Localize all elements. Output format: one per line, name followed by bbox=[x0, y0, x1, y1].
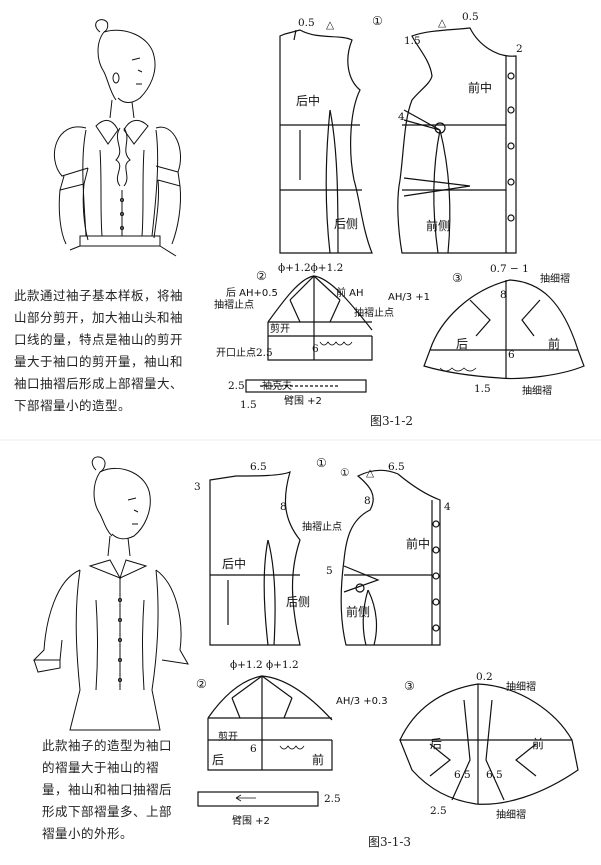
top-step1-triangle-front: △ bbox=[438, 17, 447, 29]
top-labels: ① 0.5 △ 0.5 △ 1.5 2 4 后中 后侧 前中 前侧 ② ϕ+1.… bbox=[214, 11, 570, 411]
top-step3-pattern bbox=[423, 279, 585, 380]
bottom-step3-v25: 2.5 bbox=[430, 805, 447, 817]
top-step2-cuff-label: 袖克夫 bbox=[262, 379, 292, 392]
top-step2-v25: 2.5 bbox=[256, 347, 273, 359]
bottom-step3-pattern bbox=[399, 683, 579, 805]
bottom-back-center-label: 后中 bbox=[222, 556, 246, 571]
top-step3-shirr-bottom: 抽细褶 bbox=[522, 384, 552, 397]
top-step3-front: 前 bbox=[548, 336, 560, 351]
top-step2-v6: 6 bbox=[312, 343, 319, 355]
bottom-step3-back: 后 bbox=[430, 737, 442, 751]
bottom-step3-circle: ③ bbox=[404, 679, 415, 693]
bottom-step1-circle: ① bbox=[316, 456, 327, 470]
bottom-figure-caption: 图3-1-3 bbox=[368, 835, 412, 849]
top-step1-v05-back: 0.5 bbox=[298, 17, 315, 29]
bottom-step1-circle2: ① bbox=[340, 467, 350, 479]
top-step2-pattern bbox=[245, 275, 373, 393]
bottom-step1-pattern bbox=[209, 469, 441, 646]
top-fashion-figure bbox=[53, 19, 182, 257]
bottom-step3-front: 前 bbox=[532, 736, 544, 751]
bottom-step1-v65-left: 6.5 bbox=[250, 461, 267, 473]
bottom-step3-v65-left: 6.5 bbox=[454, 769, 471, 781]
top-step2-shirr-stop-right: 抽褶止点 bbox=[354, 306, 394, 319]
top-step1-v15: 1.5 bbox=[404, 35, 421, 47]
bottom-fashion-figure bbox=[32, 456, 189, 731]
bottom-step2-cuff-formula: 臂围 +2 bbox=[232, 814, 270, 827]
top-step1-v2: 2 bbox=[516, 43, 523, 55]
top-back-side-label: 后侧 bbox=[334, 217, 358, 231]
top-step2-cut: 剪开 bbox=[270, 322, 290, 335]
top-step2-front-ah: 前 AH bbox=[336, 286, 364, 299]
bottom-step1-shirr-stop: 抽褶止点 bbox=[302, 520, 342, 533]
top-step2-cuff-15: 1.5 bbox=[240, 399, 257, 411]
bottom-step1-v65-right: 6.5 bbox=[388, 461, 405, 473]
top-step2-shirr-stop-left: 抽褶止点 bbox=[214, 298, 254, 311]
bottom-step2-ah-ratio: AH/3 +0.3 bbox=[336, 696, 388, 707]
bottom-step2-cuff-25: 2.5 bbox=[324, 793, 341, 805]
bottom-step1-v3: 3 bbox=[194, 481, 201, 493]
bottom-step1-v4: 4 bbox=[444, 501, 451, 513]
top-figure-caption: 图3-1-2 bbox=[370, 414, 414, 428]
top-step2-circle: ② bbox=[256, 269, 267, 283]
bottom-description: 此款袖子的造型为袖口的褶量大于袖山的褶量，袖山和袖口抽褶后形成下部褶量多、上部褶… bbox=[42, 738, 173, 841]
bottom-step1-v5: 5 bbox=[326, 565, 333, 577]
top-step2-back-ah: 后 AH+0.5 bbox=[226, 287, 278, 299]
top-step3-back: 后 bbox=[456, 337, 468, 351]
top-front-side-label: 前侧 bbox=[426, 218, 450, 233]
bottom-step2-pattern bbox=[197, 675, 333, 807]
top-step2-cuff-formula: 臂围 +2 bbox=[284, 394, 322, 407]
top-step2-cuff-25: 2.5 bbox=[228, 380, 245, 392]
bottom-front-center-label: 前中 bbox=[406, 536, 430, 551]
top-step3-v8: 8 bbox=[500, 289, 507, 301]
bottom-back-side-label: 后侧 bbox=[286, 595, 310, 609]
top-step1-v4: 4 bbox=[398, 111, 405, 123]
bottom-step1-triangle: △ bbox=[366, 467, 375, 479]
top-step1-pattern bbox=[279, 27, 517, 254]
top-back-center-label: 后中 bbox=[296, 93, 320, 108]
top-step3-shirr-top: 抽细褶 bbox=[540, 272, 570, 285]
top-front-center-label: 前中 bbox=[468, 80, 492, 95]
bottom-step1-v8-left: 8 bbox=[280, 501, 287, 513]
top-step2-formula: ϕ+1.2ϕ+1.2 bbox=[278, 262, 343, 274]
bottom-step2-front: 前 bbox=[312, 752, 324, 767]
top-step2-opening-stop: 开口止点 bbox=[216, 347, 256, 359]
top-step3-top-value: 0.7 − 1 bbox=[490, 263, 529, 275]
top-step1-circle: ① bbox=[372, 14, 383, 28]
bottom-front-side-label: 前侧 bbox=[346, 604, 370, 619]
bottom-labels: ① 6.5 3 8 ① △ 6.5 8 4 5 抽褶止点 后中 后侧 前中 前侧… bbox=[194, 456, 544, 827]
bottom-step2-circle: ② bbox=[196, 677, 207, 691]
bottom-step3-top-value: 0.2 bbox=[476, 671, 493, 683]
bottom-step2-v6: 6 bbox=[250, 743, 257, 755]
top-step3-v6: 6 bbox=[508, 349, 515, 361]
top-step1-triangle: △ bbox=[326, 19, 335, 31]
top-description: 此款通过袖子基本样板，将袖山部分剪开，加大袖山头和袖口线的量，特点是袖山的剪开量… bbox=[14, 288, 184, 413]
top-step3-v15: 1.5 bbox=[474, 383, 491, 395]
bottom-step2-back: 后 bbox=[212, 753, 224, 767]
bottom-step1-v8-right: 8 bbox=[364, 495, 371, 507]
bottom-step3-v65-right: 6.5 bbox=[486, 769, 503, 781]
top-step3-circle: ③ bbox=[452, 271, 463, 285]
bottom-step3-shirr-bottom: 抽细褶 bbox=[496, 808, 526, 821]
bottom-step2-formula: ϕ+1.2 ϕ+1.2 bbox=[230, 659, 299, 671]
top-step2-ah-ratio: AH/3 +1 bbox=[388, 292, 430, 303]
bottom-step3-shirr-top: 抽细褶 bbox=[506, 680, 536, 693]
bottom-step2-cut: 剪开 bbox=[218, 730, 238, 743]
top-step1-v05-front: 0.5 bbox=[462, 11, 479, 23]
